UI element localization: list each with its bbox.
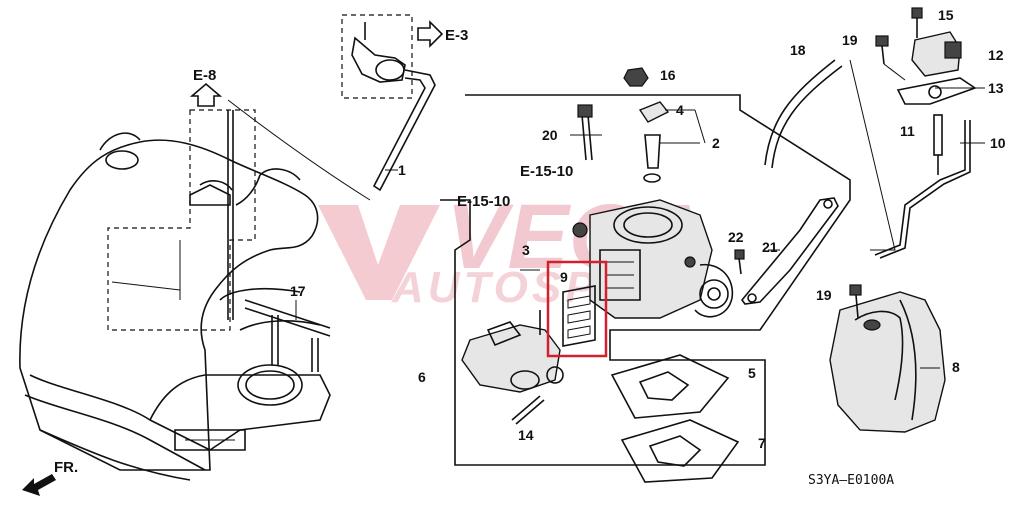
callout-8: 8 <box>952 359 960 375</box>
callout-21: 21 <box>762 239 778 255</box>
callout-9: 9 <box>560 269 568 285</box>
callout-1: 1 <box>398 162 406 178</box>
watermark-v-logo <box>318 205 440 300</box>
map-sensor-group <box>764 7 985 259</box>
reference-e15-10-upper: E-15-10 <box>520 163 573 180</box>
highlighted-part-frame <box>546 260 608 358</box>
throttle-cable-bracket <box>740 197 839 305</box>
callout-7: 7 <box>758 435 766 451</box>
callout-20: 20 <box>542 127 558 143</box>
throttle-body-group <box>440 67 851 483</box>
callout-17: 17 <box>290 283 306 299</box>
callout-13: 13 <box>988 80 1004 96</box>
callout-3: 3 <box>522 242 530 258</box>
reference-e15-10-lower: E-15-10 <box>457 193 510 210</box>
intake-manifold <box>19 132 331 481</box>
callout-6: 6 <box>418 369 426 385</box>
callout-18: 18 <box>790 42 806 58</box>
callout-16: 16 <box>660 67 676 83</box>
callout-11: 11 <box>900 123 915 139</box>
front-direction-arrow <box>22 474 56 496</box>
callout-19-top: 19 <box>842 32 858 48</box>
callout-4: 4 <box>676 102 684 118</box>
diagram-code: S3YA—E0100A <box>808 473 894 488</box>
callout-12: 12 <box>988 47 1004 63</box>
reference-arrows <box>189 20 444 107</box>
callout-22: 22 <box>728 229 744 245</box>
reference-labels: E-3 E-8 E-15-10 E-15-10 FR. S3YA—E0100A <box>54 27 894 488</box>
stud-bolts <box>244 299 331 372</box>
callout-2: 2 <box>712 135 720 151</box>
callout-15: 15 <box>938 7 954 23</box>
reference-e3: E-3 <box>445 27 468 44</box>
harness-bracket <box>107 109 261 331</box>
reference-e8: E-8 <box>193 67 216 84</box>
callout-19-bottom: 19 <box>816 287 832 303</box>
bolt-22 <box>734 249 745 275</box>
callout-10: 10 <box>990 135 1006 151</box>
callout-labels: 1 2 3 4 5 6 7 8 9 10 11 12 13 14 15 16 1… <box>290 7 1006 451</box>
callout-14: 14 <box>518 427 534 443</box>
callout-5: 5 <box>748 365 756 381</box>
fuel-pressure-regulator <box>227 14 436 201</box>
throttle-body-cover <box>829 284 946 433</box>
front-label: FR. <box>54 459 78 476</box>
